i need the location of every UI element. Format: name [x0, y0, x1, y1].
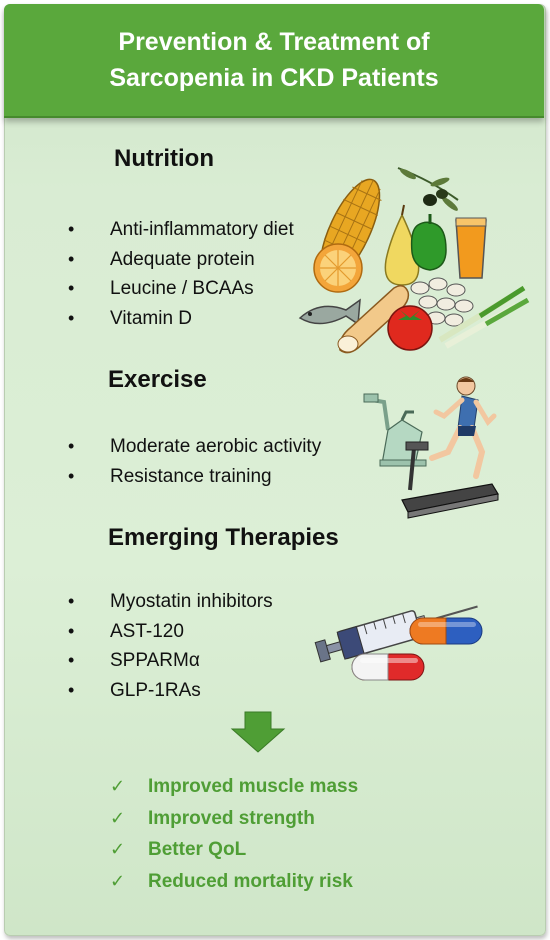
section-title-emerging-therapies: Emerging Therapies: [108, 524, 339, 551]
bullet-glyph: •: [68, 591, 75, 611]
check-icon: ✓: [110, 776, 126, 796]
bullet-glyph: •: [68, 436, 75, 456]
bullet-glyph: •: [68, 307, 75, 328]
check-icon: ✓: [110, 839, 126, 859]
infographic-panel: [4, 4, 546, 936]
bullet-glyph: •: [68, 219, 75, 239]
outcome-item: ✓ Reduced mortality risk: [110, 866, 358, 898]
list-item: • Vitamin D: [68, 304, 294, 334]
list-item: • Leucine / BCAAs: [68, 274, 294, 304]
list-item-text: Resistance training: [110, 465, 272, 487]
syringe-and-capsules-icon: [314, 605, 483, 681]
list-item-text: Anti-inflammatory diet: [110, 219, 294, 240]
bullet-glyph: •: [68, 465, 75, 486]
bullet-glyph: •: [68, 278, 75, 298]
check-icon: ✓: [110, 870, 126, 891]
section-title-exercise: Exercise: [108, 366, 207, 393]
bullet-glyph: •: [68, 248, 75, 269]
list-item: • Myostatin inhibitors: [68, 587, 273, 617]
list-item-text: SPPARMα: [110, 650, 200, 671]
list-item: • Anti-inflammatory diet: [68, 215, 294, 245]
outcome-text: Better QoL: [148, 839, 247, 860]
list-item-text: AST-120: [110, 620, 184, 642]
outcome-item: ✓ Better QoL: [110, 834, 358, 866]
bullet-glyph: •: [68, 679, 75, 700]
list-item-text: Adequate protein: [110, 248, 255, 270]
outcomes-list: ✓ Improved muscle mass ✓ Improved strength…: [110, 771, 358, 897]
list-item-text: Vitamin D: [110, 307, 193, 329]
list-item: • Adequate protein: [68, 245, 294, 275]
list-item-text: GLP-1RAs: [110, 679, 201, 701]
list-item-text: Moderate aerobic activity: [110, 436, 322, 457]
nutrition-list: • Anti-inflammatory diet • Adequate protei…: [68, 215, 294, 333]
bullet-glyph: •: [68, 620, 75, 641]
title-line-1: Prevention & Treatment of: [118, 28, 430, 56]
food-group-icon: [298, 167, 530, 354]
down-arrow-icon: [230, 711, 286, 753]
list-item: • AST-120: [68, 617, 273, 647]
list-item-text: Leucine / BCAAs: [110, 278, 254, 299]
section-title-nutrition: Nutrition: [114, 145, 214, 172]
therapies-list: •Myostatin inhibitors •AST-120 •SPPARMα …: [68, 587, 273, 705]
outcome-text: Improved muscle mass: [148, 776, 359, 797]
list-item: • GLP-1RAs: [68, 676, 273, 706]
check-icon: ✓: [110, 807, 126, 828]
list-item: • Moderate aerobic activity: [68, 432, 321, 462]
list-item: • Resistance training: [68, 462, 321, 492]
outcome-text: Reduced mortality risk: [148, 870, 353, 892]
outcome-text: Improved strength: [148, 807, 315, 829]
outcome-item: ✓ Improved strength: [110, 803, 358, 835]
title-line-2: Sarcopenia in CKD Patients: [109, 64, 439, 92]
exercise-equipment-icon: [363, 376, 499, 519]
list-item-text: Myostatin inhibitors: [110, 591, 273, 612]
outcome-item: ✓ Improved muscle mass: [110, 771, 358, 803]
list-item: • SPPARMα: [68, 646, 273, 676]
header-banner: Prevention & Treatment of Sarcopenia in …: [4, 4, 544, 118]
bullet-glyph: •: [68, 650, 75, 670]
exercise-list: • Moderate aerobic activity • Resistance t…: [68, 432, 321, 491]
